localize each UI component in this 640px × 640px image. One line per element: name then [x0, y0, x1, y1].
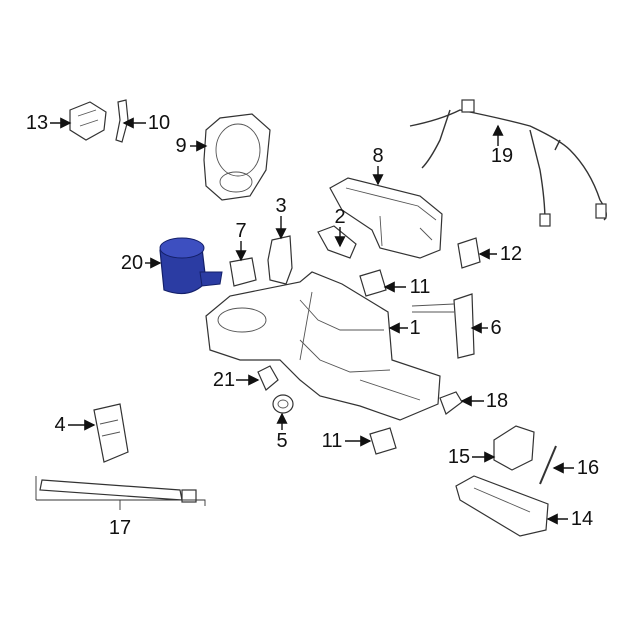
part-16-tube[interactable]: [539, 445, 557, 485]
part-2-bracket[interactable]: [317, 225, 357, 259]
part-4-control-panel[interactable]: [93, 403, 129, 463]
callout-16: 16: [576, 457, 600, 479]
callout-1: 1: [409, 317, 421, 339]
callout-13: 13: [25, 112, 49, 134]
part-15-duct[interactable]: [493, 425, 535, 471]
leader-lines: [50, 117, 574, 525]
callout-3: 3: [275, 195, 287, 217]
part-12-module[interactable]: [457, 237, 481, 269]
callout-5: 5: [276, 430, 288, 452]
callout-14: 14: [570, 508, 594, 530]
part-11-sensor-upper[interactable]: [359, 269, 387, 297]
callout-20: 20: [120, 252, 144, 274]
part-5-grommet[interactable]: [272, 394, 294, 414]
part-21-valve[interactable]: [257, 365, 279, 391]
callout-8: 8: [372, 145, 384, 167]
part-18-expansion-valve[interactable]: [439, 391, 463, 415]
part-17-hose[interactable]: [35, 476, 206, 510]
part-8-evaporator-case[interactable]: [329, 177, 443, 259]
callout-18: 18: [485, 390, 509, 412]
part-3-actuator[interactable]: [267, 235, 293, 285]
callout-7: 7: [235, 220, 247, 242]
callout-15: 15: [447, 446, 471, 468]
part-10-clip[interactable]: [115, 99, 129, 143]
callout-11-upper: 11: [409, 276, 431, 298]
callout-2: 2: [334, 206, 346, 228]
callout-19: 19: [490, 145, 514, 167]
part-6-heater-core[interactable]: [411, 293, 475, 359]
part-9-blower-housing[interactable]: [203, 113, 271, 201]
callout-12: 12: [499, 243, 523, 265]
callout-9: 9: [175, 135, 187, 157]
callout-6: 6: [490, 317, 502, 339]
part-14-floor-duct[interactable]: [455, 475, 549, 537]
part-11-sensor-lower[interactable]: [369, 427, 397, 455]
part-20-blower-motor[interactable]: [159, 237, 223, 295]
callout-10: 10: [147, 112, 171, 134]
part-7-resistor[interactable]: [229, 257, 257, 287]
part-13-bracket[interactable]: [69, 101, 107, 141]
callout-4: 4: [54, 414, 66, 436]
part-19-wiring-harness[interactable]: [409, 99, 607, 227]
callout-21: 21: [212, 369, 236, 391]
callout-11-lower: 11: [321, 430, 343, 452]
callout-17: 17: [108, 517, 132, 539]
part-1-hvac-case[interactable]: [205, 271, 441, 421]
